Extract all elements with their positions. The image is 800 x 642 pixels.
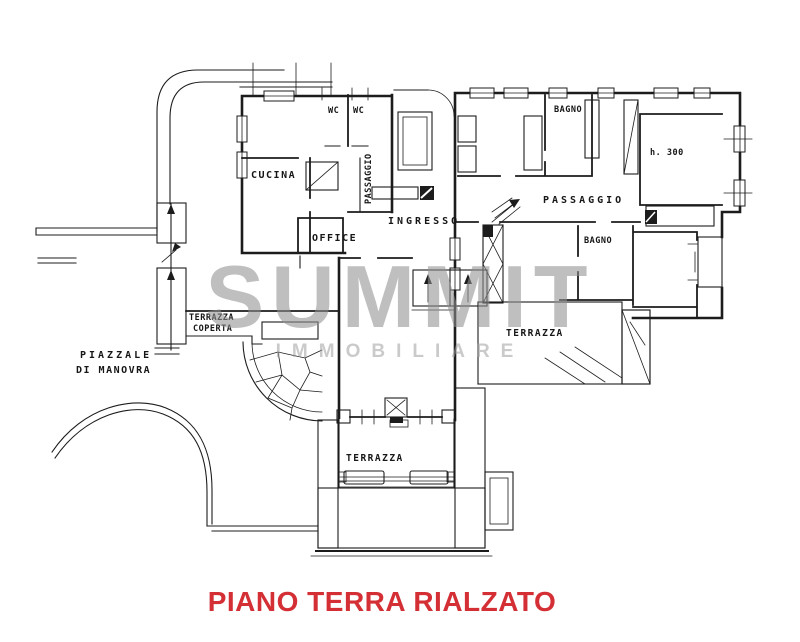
stair-arrow-icon bbox=[167, 270, 175, 280]
bottom-terrace bbox=[310, 387, 514, 557]
label-terrazza-bottom: TERRAZZA bbox=[346, 453, 404, 464]
window-marks bbox=[236, 87, 753, 291]
stair-arrow-icon bbox=[424, 274, 432, 284]
stair-arrow-icon bbox=[509, 199, 520, 208]
right-wing bbox=[457, 99, 723, 288]
radiator bbox=[371, 186, 419, 200]
room-labels: WC WC CUCINA PASSAGGIO OFFICE INGRESSO B… bbox=[76, 105, 684, 464]
label-height-note: h. 300 bbox=[650, 148, 684, 158]
stair-shaft bbox=[584, 99, 600, 159]
label-piazzale-2: DI MANOVRA bbox=[76, 365, 151, 376]
entry-hall bbox=[371, 111, 434, 200]
label-wc-left: WC bbox=[328, 106, 339, 116]
wardrobe-hatch bbox=[523, 115, 543, 171]
caption-title: PIANO TERRA RIALZATO bbox=[207, 586, 557, 617]
pillar bbox=[441, 409, 456, 424]
window-sill-hatch bbox=[261, 321, 319, 340]
label-ingresso: INGRESSO bbox=[388, 216, 460, 227]
central-stairs bbox=[411, 197, 521, 311]
hall-rug bbox=[397, 111, 433, 171]
planter bbox=[409, 470, 449, 485]
left-staircase bbox=[154, 202, 187, 355]
wardrobe-hatch bbox=[457, 145, 477, 173]
label-piazzale-1: PIAZZALE bbox=[80, 350, 152, 361]
boundary-fence bbox=[35, 62, 333, 264]
stair-arrow-icon bbox=[172, 243, 181, 252]
pillar bbox=[336, 409, 351, 424]
label-bagno-top: BAGNO bbox=[554, 105, 582, 115]
label-passaggio-center: PASSAGGIO bbox=[364, 153, 374, 204]
stone-patio bbox=[242, 341, 323, 422]
bay-window bbox=[697, 236, 723, 288]
south-front bbox=[336, 397, 456, 428]
garden-wall-curve bbox=[51, 402, 319, 532]
label-terrazza-coperta-1: TERRAZZA bbox=[189, 313, 234, 323]
kitchen-stair bbox=[305, 161, 339, 191]
label-terrazza-right: TERRAZZA bbox=[506, 328, 564, 339]
label-cucina: CUCINA bbox=[251, 170, 296, 181]
stair-shaft bbox=[623, 99, 639, 175]
stair-arrow-icon bbox=[167, 204, 175, 214]
label-bagno-right: BAGNO bbox=[584, 236, 612, 246]
stair-arrow-icon bbox=[464, 274, 472, 284]
interior-walls bbox=[185, 89, 723, 418]
right-terrace bbox=[477, 301, 651, 385]
label-terrazza-coperta-2: COPERTA bbox=[193, 324, 232, 334]
wardrobe-hatch bbox=[457, 115, 477, 143]
label-passaggio-right: PASSAGGIO bbox=[543, 195, 624, 206]
outer-walls bbox=[236, 87, 753, 422]
label-office: OFFICE bbox=[312, 233, 357, 244]
side-balcony bbox=[484, 471, 514, 531]
planter bbox=[343, 470, 385, 485]
label-wc-right: WC bbox=[353, 106, 364, 116]
